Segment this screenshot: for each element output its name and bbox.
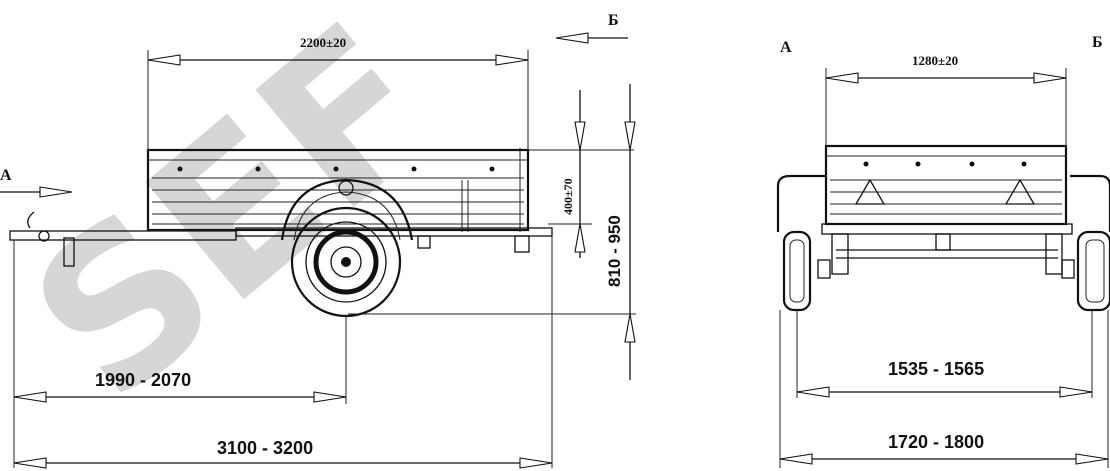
wheel-front-right bbox=[1070, 174, 1110, 312]
view-b-arrow-side: Б bbox=[555, 12, 628, 44]
view-b-label-side: Б bbox=[608, 12, 619, 29]
dim-track-width-label: 1535 - 1565 bbox=[888, 359, 984, 379]
view-a-label-front: А bbox=[780, 39, 792, 56]
dim-overall-length-label: 3100 - 3200 bbox=[217, 438, 313, 458]
trailer-body-side bbox=[146, 148, 530, 232]
view-a-arrow-side: А bbox=[0, 167, 73, 198]
dim-overall-height: 810 - 950 bbox=[348, 84, 636, 380]
dim-track-width: 1535 - 1565 bbox=[796, 310, 1093, 398]
dim-overall-height-label: 810 - 950 bbox=[605, 215, 624, 287]
dim-overall-width: 1720 - 1800 bbox=[779, 310, 1109, 468]
wheel-side bbox=[280, 178, 414, 318]
view-b-label-front: Б bbox=[1092, 34, 1103, 51]
dim-body-length-label: 2200±20 bbox=[300, 35, 346, 50]
dim-body-width-label: 1280±20 bbox=[912, 53, 958, 68]
dim-body-length: 2200±20 bbox=[147, 35, 529, 150]
dim-hitch-to-axle-label: 1990 - 2070 bbox=[95, 370, 191, 390]
dim-side-height: 400±70 bbox=[528, 90, 634, 258]
view-a-label-side: А bbox=[0, 167, 12, 184]
front-view: А Б bbox=[776, 34, 1110, 468]
trailer-body-front bbox=[817, 144, 1075, 279]
dim-side-height-label: 400±70 bbox=[561, 178, 575, 215]
dim-overall-width-label: 1720 - 1800 bbox=[888, 432, 984, 452]
dim-body-width: 1280±20 bbox=[825, 53, 1067, 146]
dim-overall-length: 3100 - 3200 bbox=[13, 236, 553, 469]
wheel-front-left bbox=[776, 174, 826, 312]
side-view: А Б 2200±20 400±70 bbox=[0, 12, 636, 469]
dim-hitch-to-axle: 1990 - 2070 bbox=[13, 240, 347, 468]
